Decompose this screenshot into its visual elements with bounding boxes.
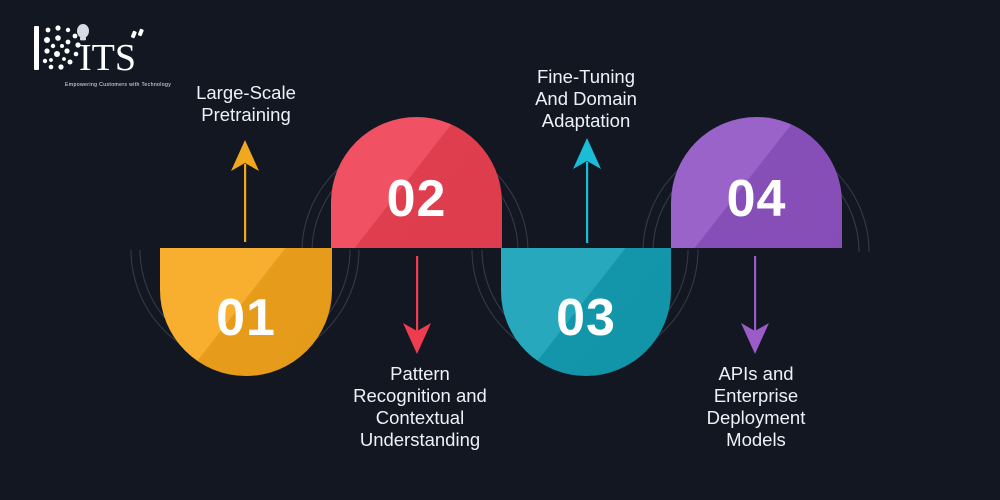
arrow-up-teal <box>570 136 604 244</box>
shape-sheen <box>160 248 332 376</box>
step-number-01: 01 <box>216 289 276 347</box>
shape-sheen <box>671 117 842 248</box>
step-label-02: Pattern Recognition and Contextual Under… <box>353 363 487 450</box>
step-shape-02[interactable]: 02 <box>331 117 502 248</box>
arrow-down-purple <box>738 256 772 356</box>
step-label-03: Fine-Tuning And Domain Adaptation <box>535 66 637 131</box>
bits-logo: ITS Empowering Customers with Technology <box>28 18 171 88</box>
logo-tagline: Empowering Customers with Technology <box>65 82 172 88</box>
arrow-down-red <box>400 256 434 356</box>
step-shape-01[interactable]: 01 <box>160 248 332 376</box>
step-label-04: APIs and Enterprise Deployment Models <box>706 363 806 450</box>
step-number-02: 02 <box>386 170 447 228</box>
step-shape-03[interactable]: 03 <box>501 248 671 376</box>
svg-text:ITS: ITS <box>79 37 136 79</box>
step-shape-04[interactable]: 04 <box>671 117 842 248</box>
step-label-01: Large-Scale Pretraining <box>196 82 296 125</box>
arrow-up-orange <box>228 138 262 243</box>
shape-sheen <box>331 117 502 248</box>
shape-sheen <box>501 248 671 376</box>
step-number-03: 03 <box>556 289 616 347</box>
step-number-04: 04 <box>726 170 787 228</box>
